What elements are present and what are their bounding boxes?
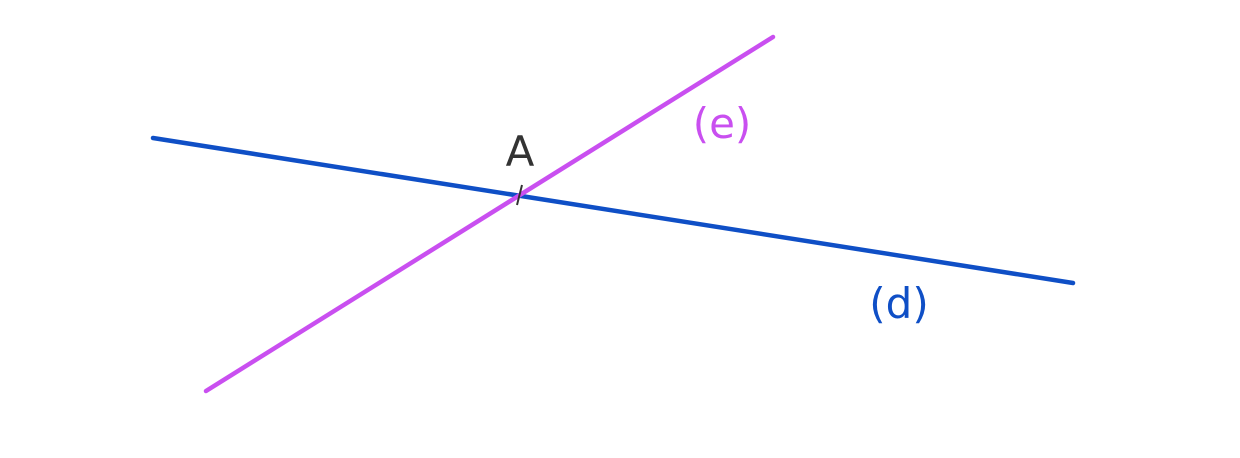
line-d (150, 135, 1076, 286)
line-d-label: (d) (869, 279, 928, 328)
point-a-label: A (506, 127, 535, 176)
line-e (203, 34, 776, 394)
line-e-label: (e) (693, 99, 752, 148)
point-a-tick (516, 184, 523, 206)
